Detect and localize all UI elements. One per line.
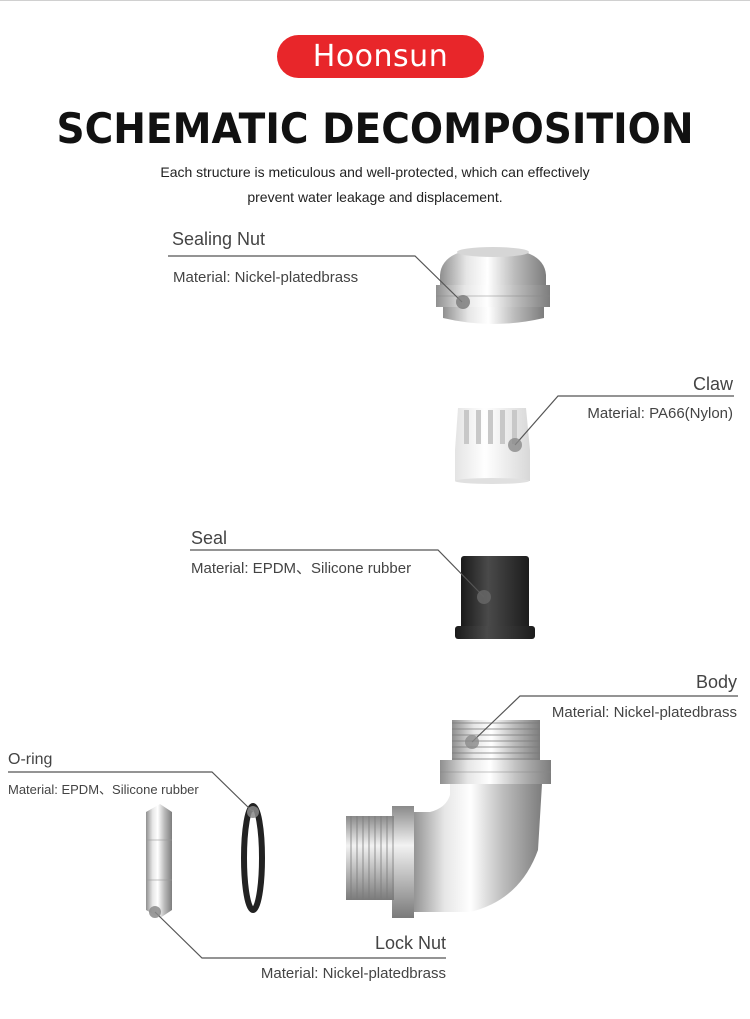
lock-nut-name: Lock Nut (374, 933, 446, 953)
claw-material: Material: PA66(Nylon) (587, 405, 733, 422)
seal-dot (477, 590, 491, 604)
claw-name: Claw (692, 374, 733, 394)
body-dot (465, 735, 479, 749)
subtitle-line-1: Each structure is meticulous and well-pr… (160, 164, 590, 180)
body-name: Body (695, 672, 737, 692)
sealing-nut-material: Material: Nickel-platedbrass (173, 269, 359, 286)
sealing-nut-leader (168, 255, 463, 303)
claw-image (455, 408, 530, 484)
seal-name: Seal (191, 528, 228, 548)
brand-logo: Hoonsun (277, 35, 484, 78)
page-subtitle: Each structure is meticulous and well-pr… (100, 160, 650, 210)
lock-nut-material: Material: Nickel-platedbrass (260, 965, 446, 982)
sealing-nut-image (436, 247, 550, 324)
body-image (346, 720, 551, 918)
leader-lines (8, 255, 738, 959)
sealing-nut-dot (456, 295, 470, 309)
claw-dot (508, 438, 522, 452)
lock-nut-leader (154, 911, 446, 959)
seal-material: Material: EPDM、Silicone rubber (191, 560, 412, 577)
o-ring-material: Material: EPDM、Silicone rubber (8, 782, 199, 797)
o-ring-name: O-ring (8, 751, 53, 768)
o-ring-image (241, 803, 265, 913)
lock-nut-image (146, 804, 172, 918)
seal-image (455, 556, 535, 639)
claw-leader (514, 395, 734, 446)
body-material: Material: Nickel-platedbrass (551, 704, 737, 721)
leader-dots (149, 295, 522, 918)
body-leader (471, 695, 738, 743)
seal-leader (190, 549, 485, 598)
page-title: SCHEMATIC DECOMPOSITION (56, 104, 694, 153)
o-ring-leader (8, 771, 254, 813)
lock-nut-dot (149, 906, 161, 918)
subtitle-line-2: prevent water leakage and displacement. (247, 189, 503, 205)
top-divider (0, 0, 750, 1)
o-ring-dot (247, 806, 259, 818)
sealing-nut-name: Sealing Nut (172, 229, 266, 249)
